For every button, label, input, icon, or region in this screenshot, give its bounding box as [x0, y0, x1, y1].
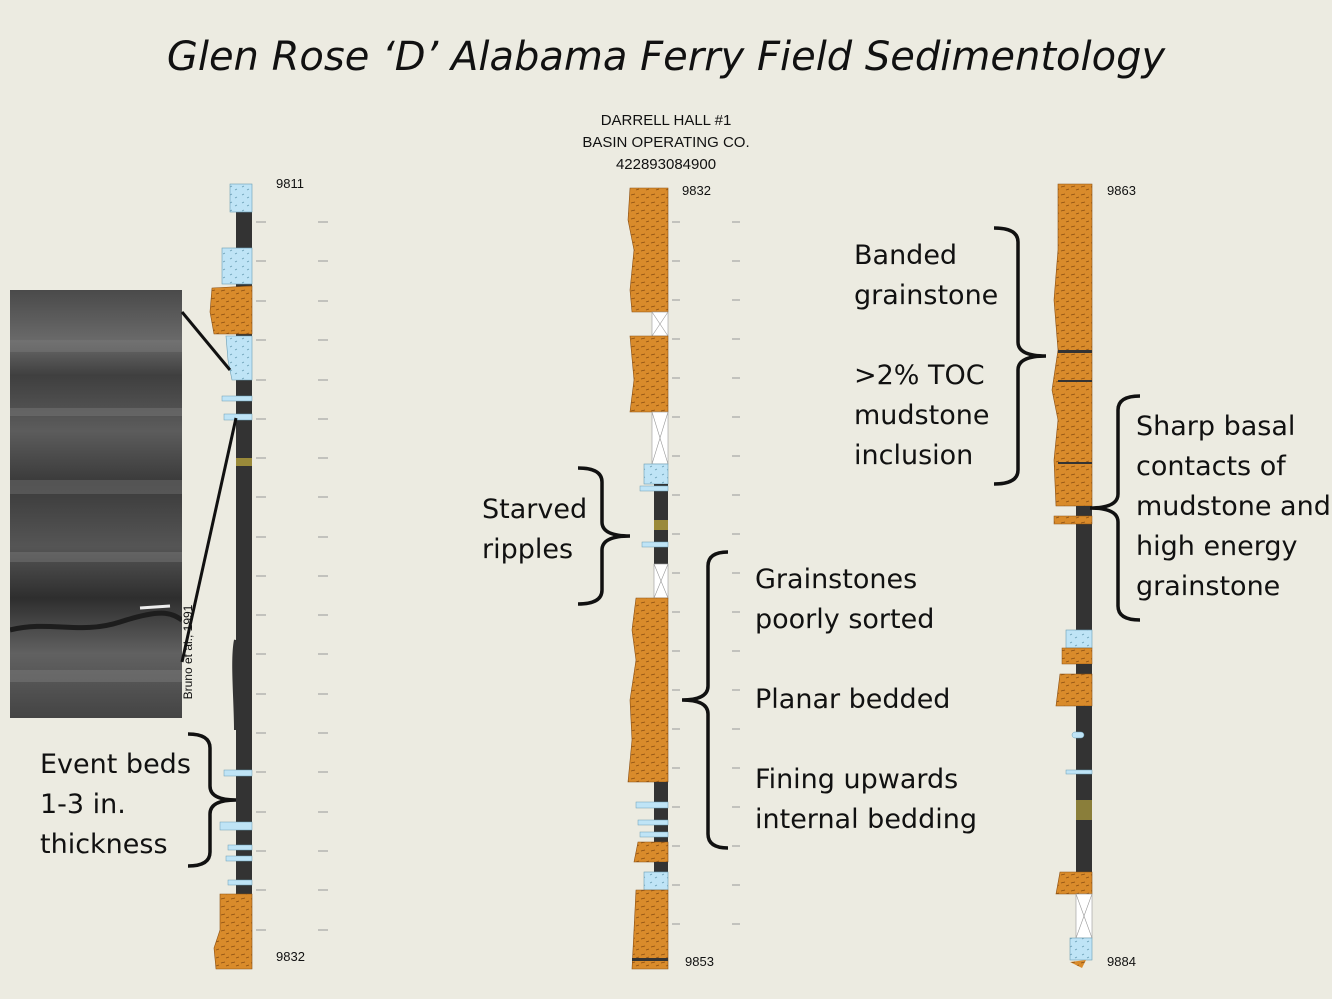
well-operator: BASIN OPERATING CO. [582, 134, 750, 151]
bracket-starved-ripples [577, 466, 631, 606]
col1-ticks [256, 221, 328, 931]
no-recovery-3 [653, 563, 669, 599]
bracket-banded-grainstone [993, 226, 1047, 486]
well-header: DARRELL HALL #1 BASIN OPERATING CO. 4228… [566, 110, 766, 176]
no-recovery-4 [1075, 893, 1093, 939]
bracket-sharp-basal [1089, 394, 1141, 622]
depth-col1-top: 9811 [276, 176, 304, 191]
bracket-event-beds [187, 732, 237, 868]
well-api: 422893084900 [615, 156, 717, 173]
no-recovery-1 [651, 311, 669, 337]
core-log-column-3 [1051, 183, 1093, 968]
depth-col3-bottom: 9884 [1107, 954, 1136, 969]
core-photograph [10, 290, 182, 718]
depth-col3-top: 9863 [1107, 183, 1136, 198]
no-recovery-2 [651, 411, 669, 465]
photo-connector-lines [180, 311, 238, 663]
page-title: Glen Rose ‘D’ Alabama Ferry Field Sedime… [166, 34, 1166, 80]
depth-col1-bottom: 9832 [276, 949, 305, 964]
depth-col2-bottom: 9853 [685, 954, 714, 969]
well-name: DARRELL HALL #1 [600, 112, 732, 129]
depth-col2-top: 9832 [682, 183, 711, 198]
col2-ticks [672, 221, 740, 925]
core-log-column-2 [627, 187, 669, 970]
core-log-column-1 [209, 183, 253, 970]
brackets [187, 226, 1141, 868]
bracket-grainstones [681, 550, 729, 850]
depth-ticks [256, 221, 740, 931]
